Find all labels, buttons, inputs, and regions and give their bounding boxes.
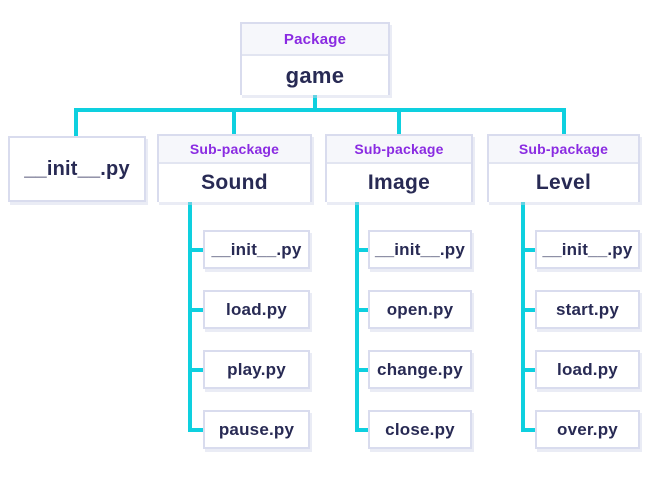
connector-stub: [521, 368, 537, 372]
connector-spine-sound: [188, 200, 192, 432]
connector-trunk: [74, 108, 566, 112]
package-badge: Package: [242, 24, 388, 56]
connector-stub: [355, 428, 370, 432]
connector-stub: [355, 308, 370, 312]
connector-stub: [521, 428, 537, 432]
node-file-sound-init: __init__.py: [203, 230, 310, 269]
connector-stub: [355, 368, 370, 372]
node-file-level-start: start.py: [535, 290, 640, 329]
node-file-image-change: change.py: [368, 350, 472, 389]
node-file-level-init: __init__.py: [535, 230, 640, 269]
connector-drop-init: [74, 108, 78, 138]
connector-stub: [521, 308, 537, 312]
node-file-sound-pause: pause.py: [203, 410, 310, 449]
connector-drop-image: [397, 108, 401, 136]
node-file-sound-play: play.py: [203, 350, 310, 389]
connector-root-drop: [313, 95, 317, 110]
subpackage-title: Sound: [159, 164, 310, 202]
subpackage-badge: Sub-package: [327, 136, 471, 164]
connector-stub: [188, 308, 205, 312]
node-subpackage-sound: Sub-package Sound: [157, 134, 312, 202]
connector-spine-image: [355, 200, 359, 432]
connector-stub: [188, 428, 205, 432]
connector-stub: [188, 368, 205, 372]
connector-drop-sound: [232, 108, 236, 136]
connector-stub: [355, 248, 370, 252]
node-subpackage-level: Sub-package Level: [487, 134, 640, 202]
node-file-sound-load: load.py: [203, 290, 310, 329]
node-package-game: Package game: [240, 22, 390, 95]
node-file-level-load: load.py: [535, 350, 640, 389]
node-file-level-over: over.py: [535, 410, 640, 449]
node-file-root-init: __init__.py: [8, 136, 146, 202]
package-title: game: [242, 56, 388, 95]
node-file-image-open: open.py: [368, 290, 472, 329]
connector-stub: [521, 248, 537, 252]
connector-stub: [188, 248, 205, 252]
node-file-image-close: close.py: [368, 410, 472, 449]
connector-spine-level: [521, 200, 525, 432]
subpackage-badge: Sub-package: [489, 136, 638, 164]
subpackage-badge: Sub-package: [159, 136, 310, 164]
subpackage-title: Level: [489, 164, 638, 202]
node-file-image-init: __init__.py: [368, 230, 472, 269]
subpackage-title: Image: [327, 164, 471, 202]
connector-drop-level: [562, 108, 566, 136]
node-subpackage-image: Sub-package Image: [325, 134, 473, 202]
